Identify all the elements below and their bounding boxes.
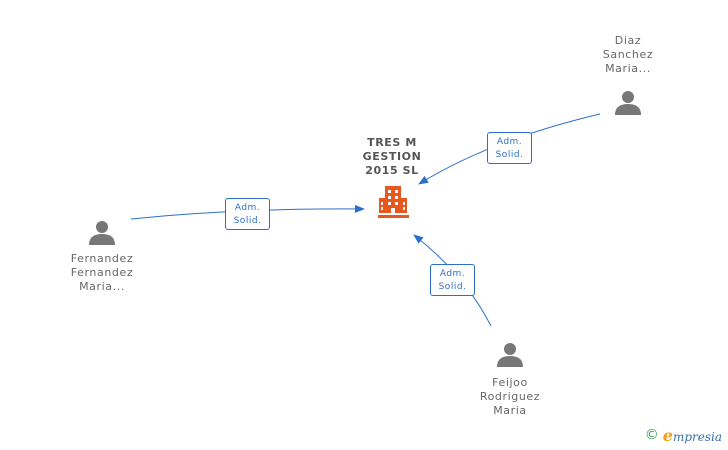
company-label-line: TRES M <box>367 136 417 149</box>
company-label-line: 2015 SL <box>365 164 419 177</box>
company-label-line: GESTION <box>362 150 422 163</box>
person-label-fernandez[interactable]: Fernandez Fernandez Maria... <box>57 252 147 294</box>
relation-badge-line: Solid. <box>495 150 524 160</box>
empresia-logo-initial: e <box>662 425 673 445</box>
person-label-line: Maria... <box>79 280 125 293</box>
relation-badge-line: Solid. <box>438 282 467 292</box>
empresia-logo-text: mpresia <box>672 429 722 444</box>
relation-badge-line: Solid. <box>233 216 262 226</box>
person-label-line: Maria... <box>605 62 651 75</box>
relation-badge-line: Adm. <box>234 203 261 213</box>
relation-badge-feijoo[interactable]: Adm. Solid. <box>430 264 475 296</box>
person-label-line: Fernandez <box>70 266 134 279</box>
person-label-line: Sanchez <box>602 48 654 61</box>
relation-badge-diaz[interactable]: Adm. Solid. <box>487 132 532 164</box>
person-label-line: Rodriguez <box>479 390 541 403</box>
relation-badge-fernandez[interactable]: Adm. Solid. <box>225 198 270 230</box>
person-label-diaz[interactable]: Diaz Sanchez Maria... <box>588 34 668 76</box>
person-icon-feijoo[interactable] <box>497 343 523 367</box>
person-label-line: Feijoo <box>492 376 528 389</box>
company-building-icon[interactable] <box>378 186 409 218</box>
person-label-line: Fernandez <box>70 252 134 265</box>
relation-badge-line: Adm. <box>496 137 523 147</box>
person-label-feijoo[interactable]: Feijoo Rodriguez Maria <box>465 376 555 418</box>
company-label[interactable]: TRES M GESTION 2015 SL <box>352 136 432 178</box>
person-icon-fernandez[interactable] <box>89 221 115 245</box>
person-label-line: Maria <box>493 404 527 417</box>
empresia-logo[interactable]: empresia <box>663 426 722 445</box>
copyright-icon: © <box>644 427 659 443</box>
footer-brand: © empresia <box>644 426 722 445</box>
relation-badge-line: Adm. <box>439 269 466 279</box>
person-label-line: Diaz <box>614 34 642 47</box>
person-icon-diaz[interactable] <box>615 91 641 115</box>
